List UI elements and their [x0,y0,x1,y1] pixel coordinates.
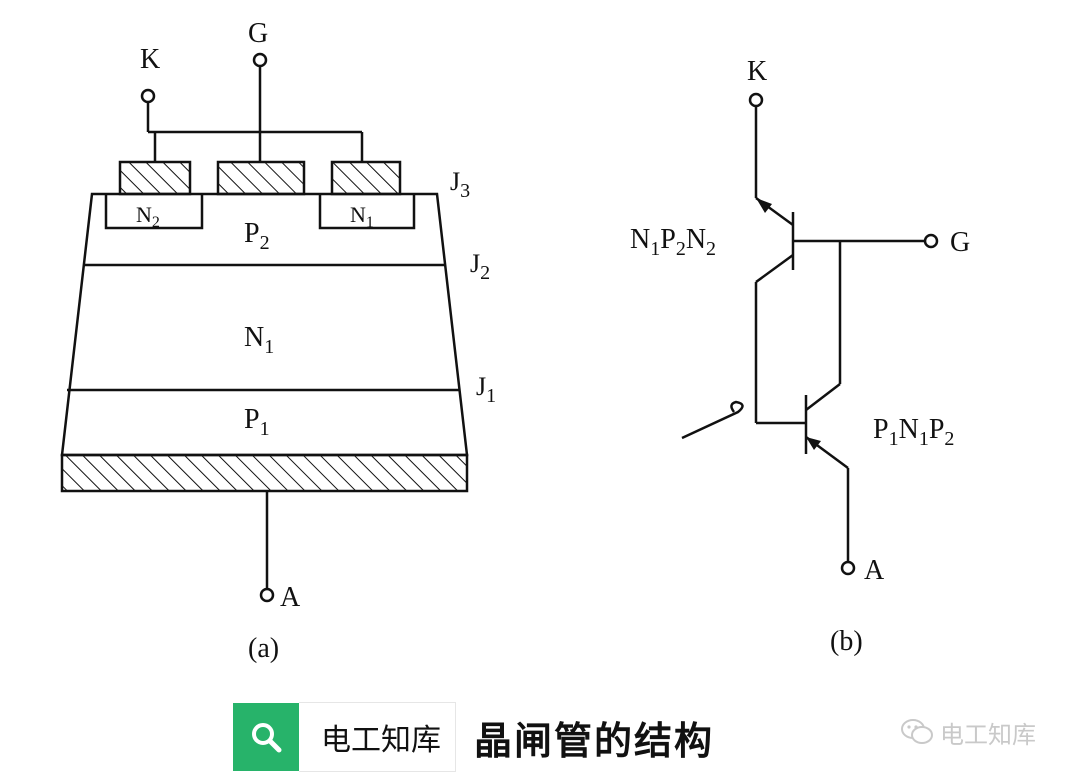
label-region-n2: N2 [136,202,160,231]
label-region-n1-top: N1 [350,202,374,231]
label-region-n1: N1 [244,322,274,358]
terminal-k-circle [140,88,156,104]
anode-electrode [60,453,469,493]
structure-diagram-a [60,52,469,603]
terminal-k-circle-b [748,92,764,108]
label-region-p1: P1 [244,404,270,440]
label-k-b: K [747,56,767,87]
label-j2: J2 [470,249,490,284]
search-icon [252,723,282,753]
caption-b: (b) [830,626,863,657]
watermark: 电工知库 [900,712,1036,752]
labels-diagram-b: K G A N1P2N2 P1N1P2 (b) [630,56,970,657]
label-npn-type: N1P2N2 [630,224,716,260]
trigger-stroke [681,400,744,440]
label-pnp-type: P1N1P2 [873,414,954,450]
search-button[interactable] [233,703,299,771]
wechat-icon [901,719,933,744]
label-g-b: G [950,227,970,258]
label-region-p2: P2 [244,218,270,254]
terminal-a-circle [259,587,275,603]
arrows-diagram-b [756,198,821,450]
cathode-electrode-left [118,160,192,196]
gate-electrode [216,160,306,196]
terminal-g-circle-b [923,233,939,249]
label-j1: J1 [476,372,496,407]
pnp-collector [805,383,841,411]
npn-collector [755,253,794,284]
labels-diagram-a: K G A J3 J2 J1 N2 N1 P2 N1 P1 (a) [136,18,496,664]
watermark-text: 电工知库 [940,720,1036,749]
pnp-emitter-arrow [806,437,821,450]
label-g-a: G [248,18,268,49]
terminal-g-circle [252,52,268,68]
caption-bar: 电工知库 晶闸管的结构 [233,702,715,772]
n1-pocket [318,194,416,230]
cathode-electrode-right [330,160,402,196]
label-a-a: A [280,582,301,613]
label-a-b: A [864,555,885,586]
caption-title: 晶闸管的结构 [474,718,715,763]
equivalent-circuit-b [681,92,939,576]
npn-emitter-arrow [756,198,772,213]
caption-a: (a) [248,633,279,664]
n2-pocket [104,194,204,230]
brand-label: 电工知库 [299,702,456,772]
label-k-a: K [140,44,160,75]
terminal-a-circle-b [840,560,856,576]
label-j3: J3 [450,167,470,202]
